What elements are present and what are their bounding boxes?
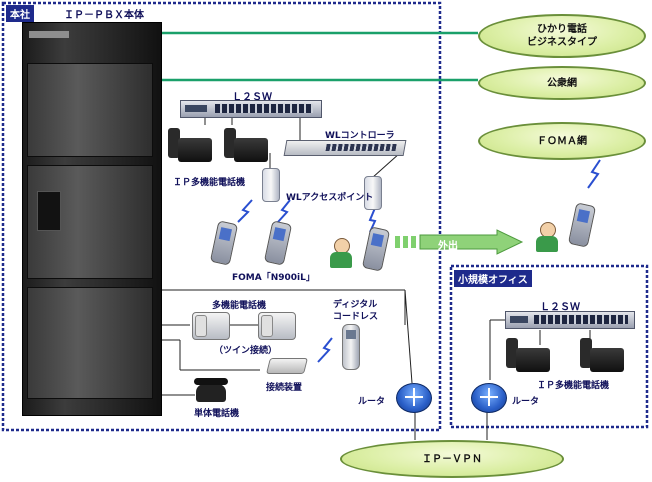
branch-ip-phone-label: ＩＰ多機能電話機 xyxy=(537,381,610,391)
l2sw-hq xyxy=(180,100,322,118)
single-phone-label: 単体電話機 xyxy=(194,409,240,419)
digital-cordless-label-1: ディジタル xyxy=(333,300,378,310)
pbx-shelf-1 xyxy=(27,63,153,157)
single-phone xyxy=(194,378,228,402)
cloud-ip-vpn: ＩＰ－ＶＰＮ xyxy=(340,440,564,478)
hq-frame xyxy=(1,1,442,432)
branch-tag: 小規模オフィス xyxy=(454,270,532,287)
cloud-public-network: 公衆網 xyxy=(478,66,646,100)
l2sw-label: Ｌ２ＳＷ xyxy=(232,92,272,103)
hq-tag: 本社 xyxy=(6,5,34,22)
router-hq xyxy=(396,383,432,413)
router-hq-label: ルータ xyxy=(358,397,386,407)
ip-phone-branch-1 xyxy=(506,338,550,372)
multi-phone-2 xyxy=(258,312,296,340)
cloud-hikari-business: ひかり電話 ビジネスタイプ xyxy=(478,14,646,58)
branch-l2sw-label: Ｌ２ＳＷ xyxy=(540,302,580,313)
wl-controller xyxy=(283,140,407,156)
person-icon-outside xyxy=(536,222,558,252)
pbx-shelf-3 xyxy=(27,287,153,399)
outside-arrow xyxy=(395,229,524,255)
pbx-label: ＩＰ－ＰＢＸ本体 xyxy=(64,10,144,21)
multi-phone-label: 多機能電話機 xyxy=(212,301,267,311)
ip-phone-label: ＩＰ多機能電話機 xyxy=(173,178,246,188)
outside-label: 外出 xyxy=(438,241,458,252)
router-branch xyxy=(471,383,507,413)
digital-cordless-label-2: コードレス xyxy=(333,312,379,322)
ip-phone-hq-1 xyxy=(168,128,212,162)
pbx-logo-plate xyxy=(29,31,69,38)
twin-connection-label: （ツイン接続） xyxy=(214,346,278,356)
cloud-foma-network: ＦＯＭＡ網 xyxy=(478,122,646,160)
router-branch-label: ルータ xyxy=(512,397,540,407)
l2sw-branch xyxy=(505,311,635,329)
connection-device xyxy=(266,358,308,374)
ip-phone-hq-2 xyxy=(224,128,268,162)
ip-phone-branch-2 xyxy=(580,338,624,372)
foma-handset-label: FOMA「N900iL」 xyxy=(232,273,315,283)
connection-device-label: 接続装置 xyxy=(266,383,303,393)
pbx-cabinet xyxy=(22,22,162,416)
wl-ap-label: WLアクセスポイント xyxy=(286,193,374,203)
digital-cordless-phone xyxy=(342,324,360,370)
multi-phone-1 xyxy=(192,312,230,340)
pbx-door-handle xyxy=(37,191,61,231)
wl-access-point-1 xyxy=(262,168,280,202)
branch-frame xyxy=(449,264,649,429)
wl-controller-label: WLコントローラ xyxy=(325,131,395,141)
wl-access-point-2 xyxy=(364,176,382,210)
person-icon-hq xyxy=(330,238,352,268)
